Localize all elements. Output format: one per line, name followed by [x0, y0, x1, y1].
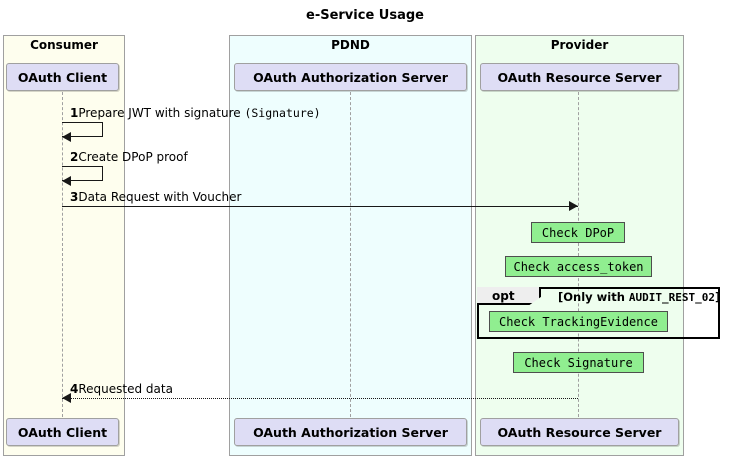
group-title-pdnd: PDND [331, 38, 370, 52]
message-4-label: 4Requested data [70, 382, 173, 396]
lifeline-oauth-resource-server [578, 92, 579, 417]
message-4-text: Requested data [78, 382, 173, 396]
group-box-provider: Provider [475, 35, 684, 456]
note-check-dpop: Check DPoP [531, 222, 625, 243]
participant-oauth-authorization-server-bottom[interactable]: OAuth Authorization Server [234, 418, 467, 446]
participant-label: OAuth Client [17, 424, 108, 440]
message-2-number: 2 [70, 150, 79, 164]
message-4-number: 4 [70, 382, 79, 396]
participant-oauth-client-top[interactable]: OAuth Client [6, 63, 119, 91]
fragment-opt-condition: [Only with AUDIT_REST_02] [558, 290, 720, 304]
note-label: Check access_token [513, 259, 644, 274]
participant-oauth-authorization-server-top[interactable]: OAuth Authorization Server [234, 63, 467, 91]
message-2-self-loop [62, 166, 103, 181]
note-label: Check Signature [524, 355, 633, 370]
participant-label: OAuth Client [17, 69, 108, 85]
message-2-text: Create DPoP proof [78, 150, 188, 164]
message-3-arrow-head [569, 201, 578, 211]
participant-oauth-resource-server-bottom[interactable]: OAuth Resource Server [480, 418, 679, 446]
note-check-tracking-evidence: Check TrackingEvidence [489, 311, 668, 332]
participant-label: OAuth Authorization Server [253, 424, 448, 440]
page-title: e-Service Usage [306, 8, 424, 23]
note-label: Check DPoP [541, 225, 615, 240]
message-1-text: Prepare JWT with signature [78, 106, 245, 120]
note-check-signature: Check Signature [513, 352, 644, 373]
message-3-text: Data Request with Voucher [78, 190, 242, 204]
participant-label: OAuth Resource Server [497, 69, 662, 85]
message-2-arrow-head [62, 176, 71, 186]
message-1-label: 1Prepare JWT with signature (Signature) [70, 106, 321, 120]
fragment-opt [477, 287, 720, 339]
message-1-mono: (Signature) [244, 106, 321, 120]
message-4-arrow-line [62, 398, 578, 399]
participant-oauth-resource-server-top[interactable]: OAuth Resource Server [480, 63, 679, 91]
group-box-consumer: Consumer [3, 35, 125, 456]
message-3-arrow-line [62, 206, 578, 207]
fragment-opt-tab [477, 287, 541, 305]
fragment-condition-code: AUDIT_REST_02 [628, 291, 716, 304]
message-2-label: 2Create DPoP proof [70, 150, 188, 164]
note-check-access-token: Check access_token [505, 256, 652, 277]
message-1-arrow-head [62, 132, 71, 142]
message-1-number: 1 [70, 106, 79, 120]
lifeline-oauth-client [62, 92, 63, 417]
group-title-provider: Provider [550, 38, 609, 52]
fragment-condition-prefix: [Only with [558, 290, 629, 304]
participant-label: OAuth Resource Server [497, 424, 662, 440]
message-4-arrow-head [62, 393, 71, 403]
fragment-opt-operator: opt [492, 289, 515, 303]
participant-oauth-client-bottom[interactable]: OAuth Client [6, 418, 119, 446]
message-3-label: 3Data Request with Voucher [70, 190, 241, 204]
group-title-consumer: Consumer [30, 38, 98, 52]
fragment-condition-suffix: ] [715, 290, 721, 304]
note-label: Check TrackingEvidence [499, 314, 658, 329]
message-1-self-loop [62, 122, 103, 137]
lifeline-oauth-authorization-server [350, 92, 351, 417]
message-3-number: 3 [70, 190, 79, 204]
participant-label: OAuth Authorization Server [253, 69, 448, 85]
